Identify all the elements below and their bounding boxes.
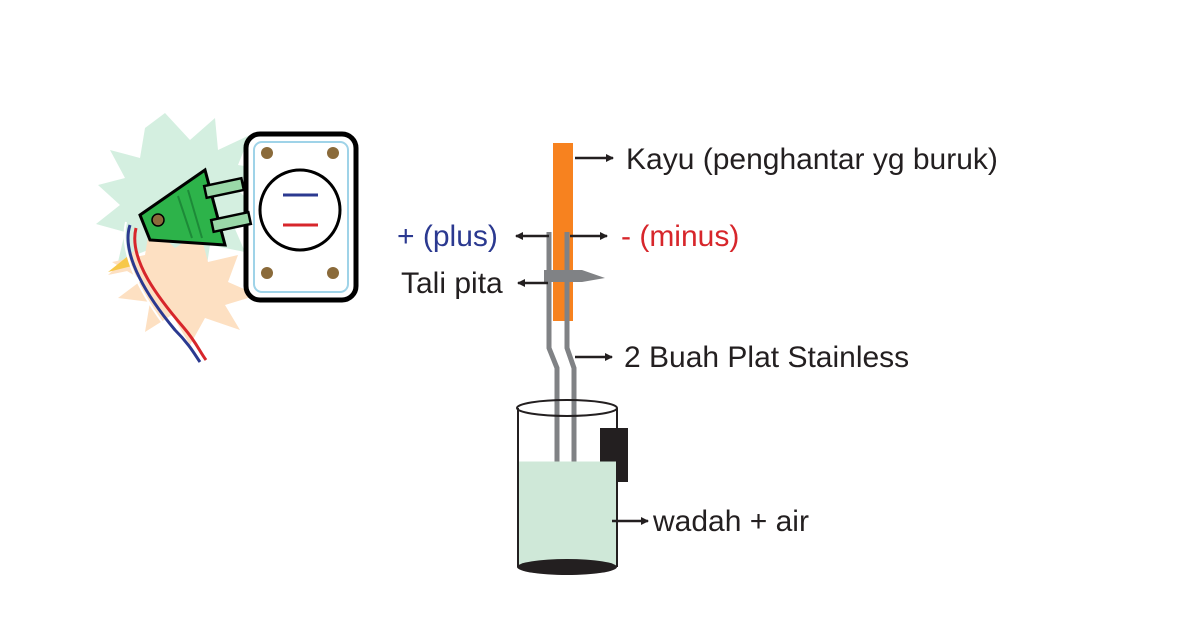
wood-label: Kayu (penghantar yg buruk) bbox=[626, 143, 998, 176]
ribbon-tie bbox=[544, 270, 605, 282]
container bbox=[516, 399, 628, 575]
plates-label: 2 Buah Plat Stainless bbox=[624, 341, 910, 374]
arrows bbox=[515, 154, 649, 525]
ribbon-label: Tali pita bbox=[401, 267, 503, 300]
plus-label: + (plus) bbox=[397, 220, 498, 253]
minus-label: - (minus) bbox=[621, 220, 740, 253]
wood-stick bbox=[553, 143, 573, 321]
wall-socket-icon bbox=[243, 131, 359, 303]
container-label: wadah + air bbox=[653, 505, 809, 538]
plug-icon bbox=[123, 167, 253, 363]
